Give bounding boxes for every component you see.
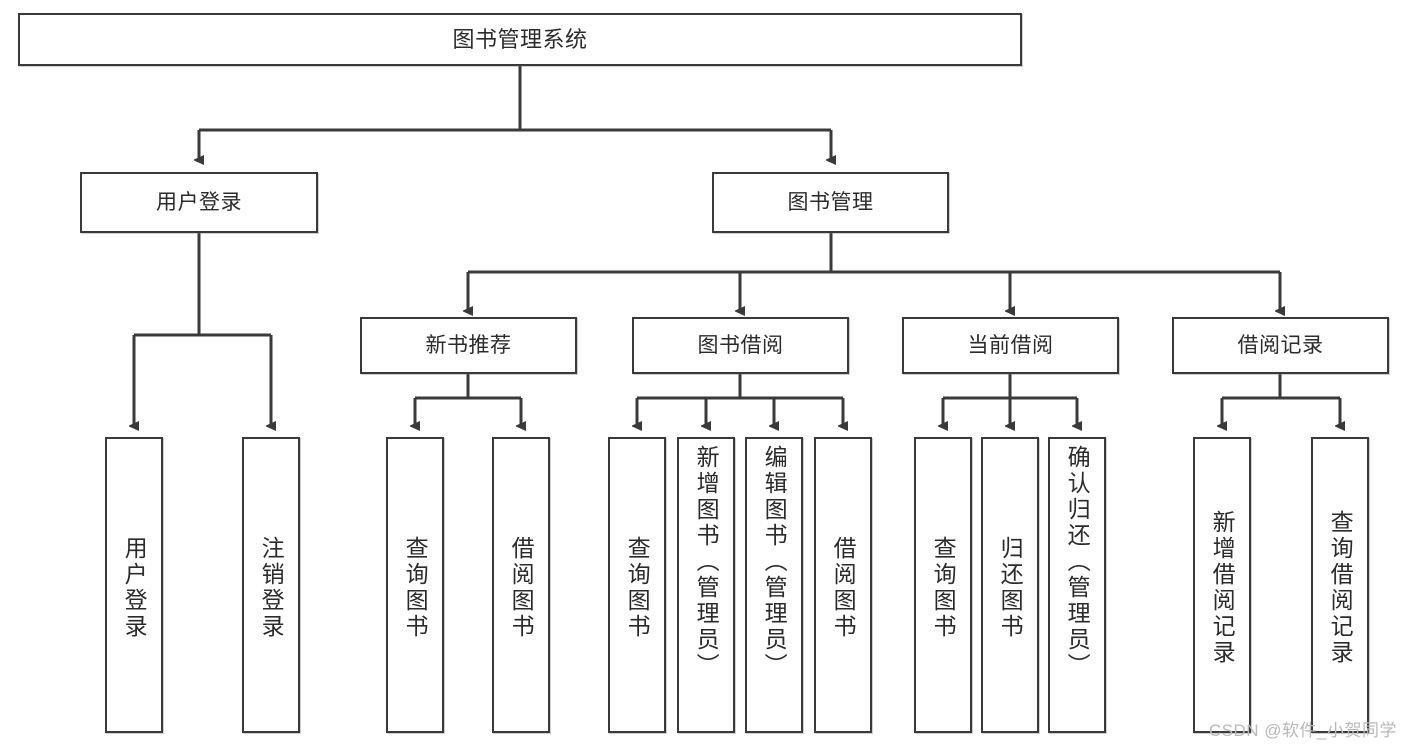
- node-label: 编辑图书（管理员）: [761, 445, 788, 679]
- node-label: 用户登录: [156, 190, 242, 214]
- leaf-current-borrow-return-book[interactable]: 归还图书: [981, 437, 1039, 733]
- node-label: 归还图书: [997, 536, 1024, 640]
- node-label: 查询图书: [624, 536, 651, 640]
- node-label: 新书推荐: [425, 333, 512, 357]
- node-label: 借阅记录: [1237, 333, 1324, 357]
- node-label: 确认归还（管理员）: [1064, 445, 1091, 679]
- node-user-login[interactable]: 用户登录: [80, 172, 318, 233]
- node-label: 注销登录: [258, 536, 285, 640]
- node-label: 图书管理: [787, 190, 874, 214]
- node-current-borrow[interactable]: 当前借阅: [902, 317, 1119, 374]
- node-new-book-recommend[interactable]: 新书推荐: [360, 317, 577, 374]
- node-label: 借阅图书: [830, 536, 857, 640]
- leaf-book-borrow-edit-book-admin[interactable]: 编辑图书（管理员）: [745, 437, 803, 733]
- node-label: 图书管理系统: [452, 26, 588, 52]
- node-label: 查询图书: [402, 536, 429, 640]
- leaf-user-login-login[interactable]: 用户登录: [105, 437, 163, 733]
- node-label: 用户登录: [121, 536, 148, 640]
- leaf-current-borrow-query-book[interactable]: 查询图书: [914, 437, 972, 733]
- node-borrow-record[interactable]: 借阅记录: [1172, 317, 1389, 374]
- leaf-user-login-logout[interactable]: 注销登录: [242, 437, 300, 733]
- node-root-book-management-system[interactable]: 图书管理系统: [18, 13, 1022, 66]
- watermark-text: CSDN @软件_小贺同学: [1208, 721, 1397, 740]
- node-label: 新增借阅记录: [1209, 510, 1236, 666]
- leaf-new-book-query-book[interactable]: 查询图书: [386, 437, 444, 733]
- leaf-current-borrow-confirm-return-admin[interactable]: 确认归还（管理员）: [1048, 437, 1106, 733]
- node-label: 图书借阅: [697, 333, 784, 357]
- node-label: 当前借阅: [967, 333, 1054, 357]
- node-label: 查询图书: [930, 536, 957, 640]
- node-label: 借阅图书: [508, 536, 535, 640]
- node-label: 新增图书（管理员）: [693, 445, 720, 679]
- leaf-new-book-borrow-book[interactable]: 借阅图书: [492, 437, 550, 733]
- node-label: 查询借阅记录: [1327, 510, 1354, 666]
- node-book-management[interactable]: 图书管理: [712, 172, 949, 233]
- leaf-book-borrow-add-book-admin[interactable]: 新增图书（管理员）: [677, 437, 735, 733]
- leaf-book-borrow-query-book[interactable]: 查询图书: [608, 437, 666, 733]
- leaf-borrow-record-query-record[interactable]: 查询借阅记录: [1311, 437, 1369, 733]
- node-book-borrow[interactable]: 图书借阅: [632, 317, 849, 374]
- leaf-borrow-record-add-record[interactable]: 新增借阅记录: [1193, 437, 1251, 733]
- leaf-book-borrow-borrow-book[interactable]: 借阅图书: [814, 437, 872, 733]
